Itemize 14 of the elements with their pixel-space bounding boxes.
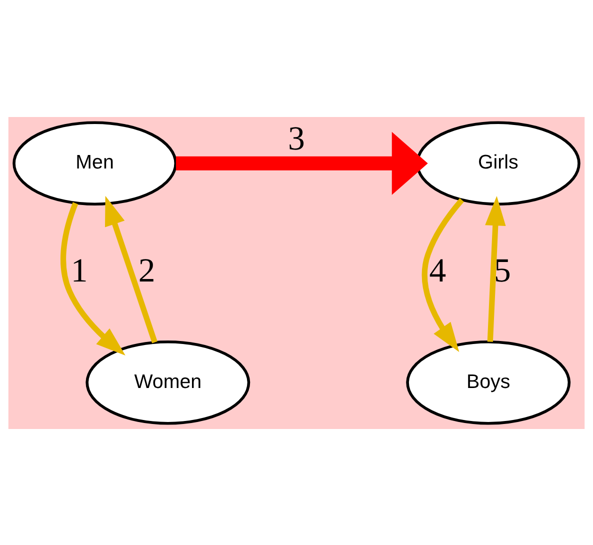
arrow [485,195,506,342]
edge-label: 1 [70,252,88,290]
node-ellipse: Men [12,120,178,206]
node-ellipse: Girls [416,120,580,206]
arrow [422,198,464,352]
edge-label: 4 [429,252,446,290]
edge-label: 5 [494,252,511,290]
edge-label: 3 [288,120,305,158]
arrow [60,202,126,355]
arrow [104,195,158,343]
node-ellipse: Women [86,340,250,424]
node-ellipse: Boys [406,340,571,424]
edge-label: 2 [138,252,156,290]
arrow [176,131,428,194]
